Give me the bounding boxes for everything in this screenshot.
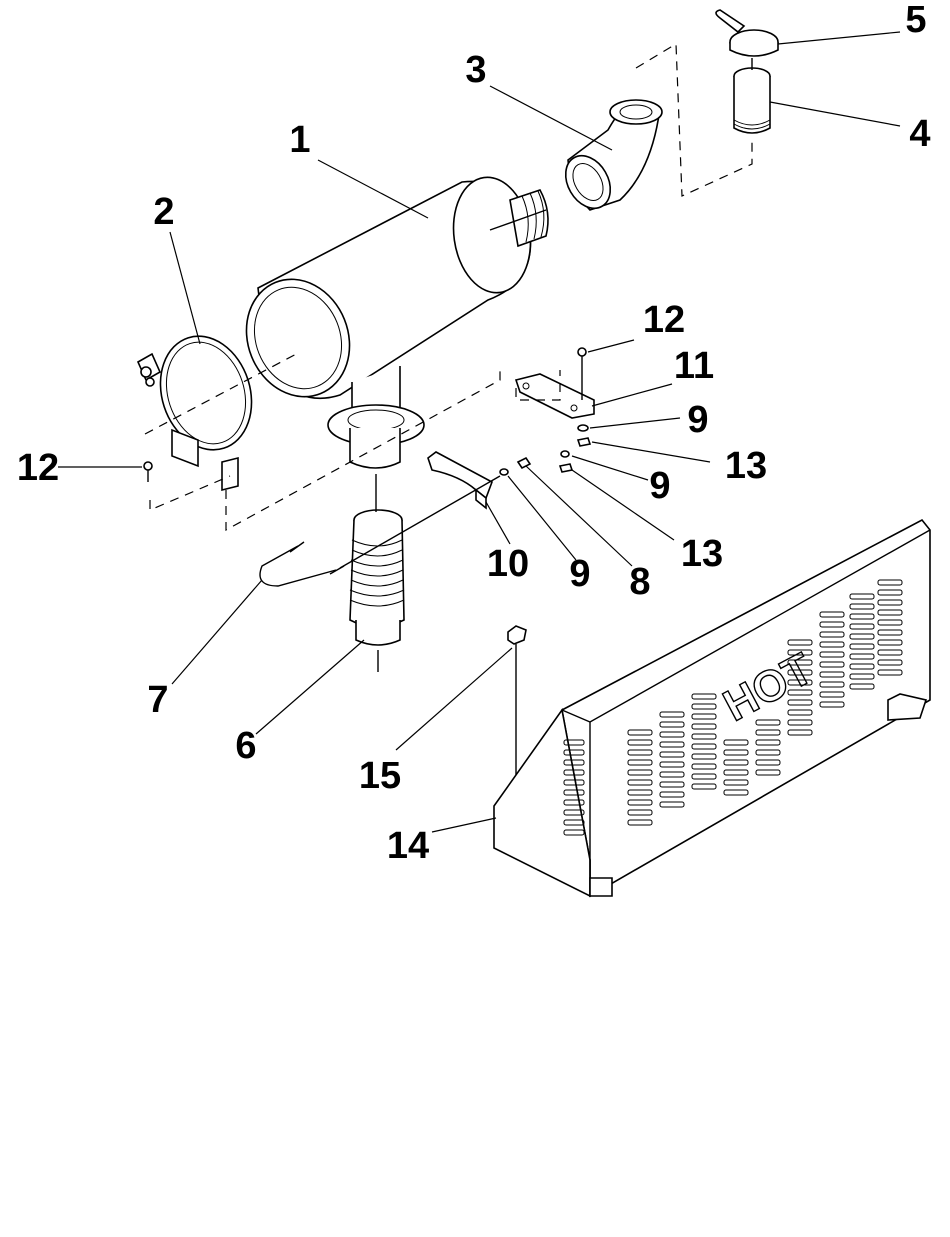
part-13-nut-upper	[578, 438, 590, 446]
callout-12-left: 12	[17, 447, 59, 489]
callout-4: 4	[909, 113, 930, 155]
part-9-washer-middle	[561, 451, 569, 457]
callout-13-lower: 13	[681, 533, 723, 575]
part-13-nut-lower	[560, 464, 572, 472]
part-14-heat-shield: HOT	[494, 520, 930, 896]
callout-15: 15	[359, 755, 401, 797]
part-12-bolt-left	[144, 462, 152, 482]
callout-6: 6	[235, 725, 256, 767]
part-1-muffler-body	[229, 172, 548, 468]
callout-9-middle: 9	[649, 465, 670, 507]
part-7-u-bolt	[260, 542, 344, 586]
callout-2: 2	[153, 191, 174, 233]
part-2-band-clamp	[138, 324, 266, 490]
callout-8: 8	[629, 561, 650, 603]
callout-13-upper: 13	[725, 445, 767, 487]
callout-9-lower: 9	[569, 553, 590, 595]
part-8-nut	[518, 458, 530, 468]
part-9-washer-lower	[500, 469, 508, 475]
callout-7: 7	[147, 679, 168, 721]
part-5-rain-cap	[716, 10, 778, 56]
callout-9-upper: 9	[687, 399, 708, 441]
part-9-washer-upper	[578, 425, 588, 431]
part-4-stack-pipe	[734, 68, 770, 133]
part-6-flex-pipe	[350, 510, 404, 645]
callout-14: 14	[387, 825, 429, 867]
callout-5: 5	[905, 0, 926, 41]
callout-11: 11	[674, 345, 714, 387]
part-3-elbow	[557, 100, 662, 216]
callout-1: 1	[289, 119, 310, 161]
callout-12-right: 12	[643, 299, 685, 341]
callout-10: 10	[487, 543, 529, 585]
callout-3: 3	[465, 49, 486, 91]
